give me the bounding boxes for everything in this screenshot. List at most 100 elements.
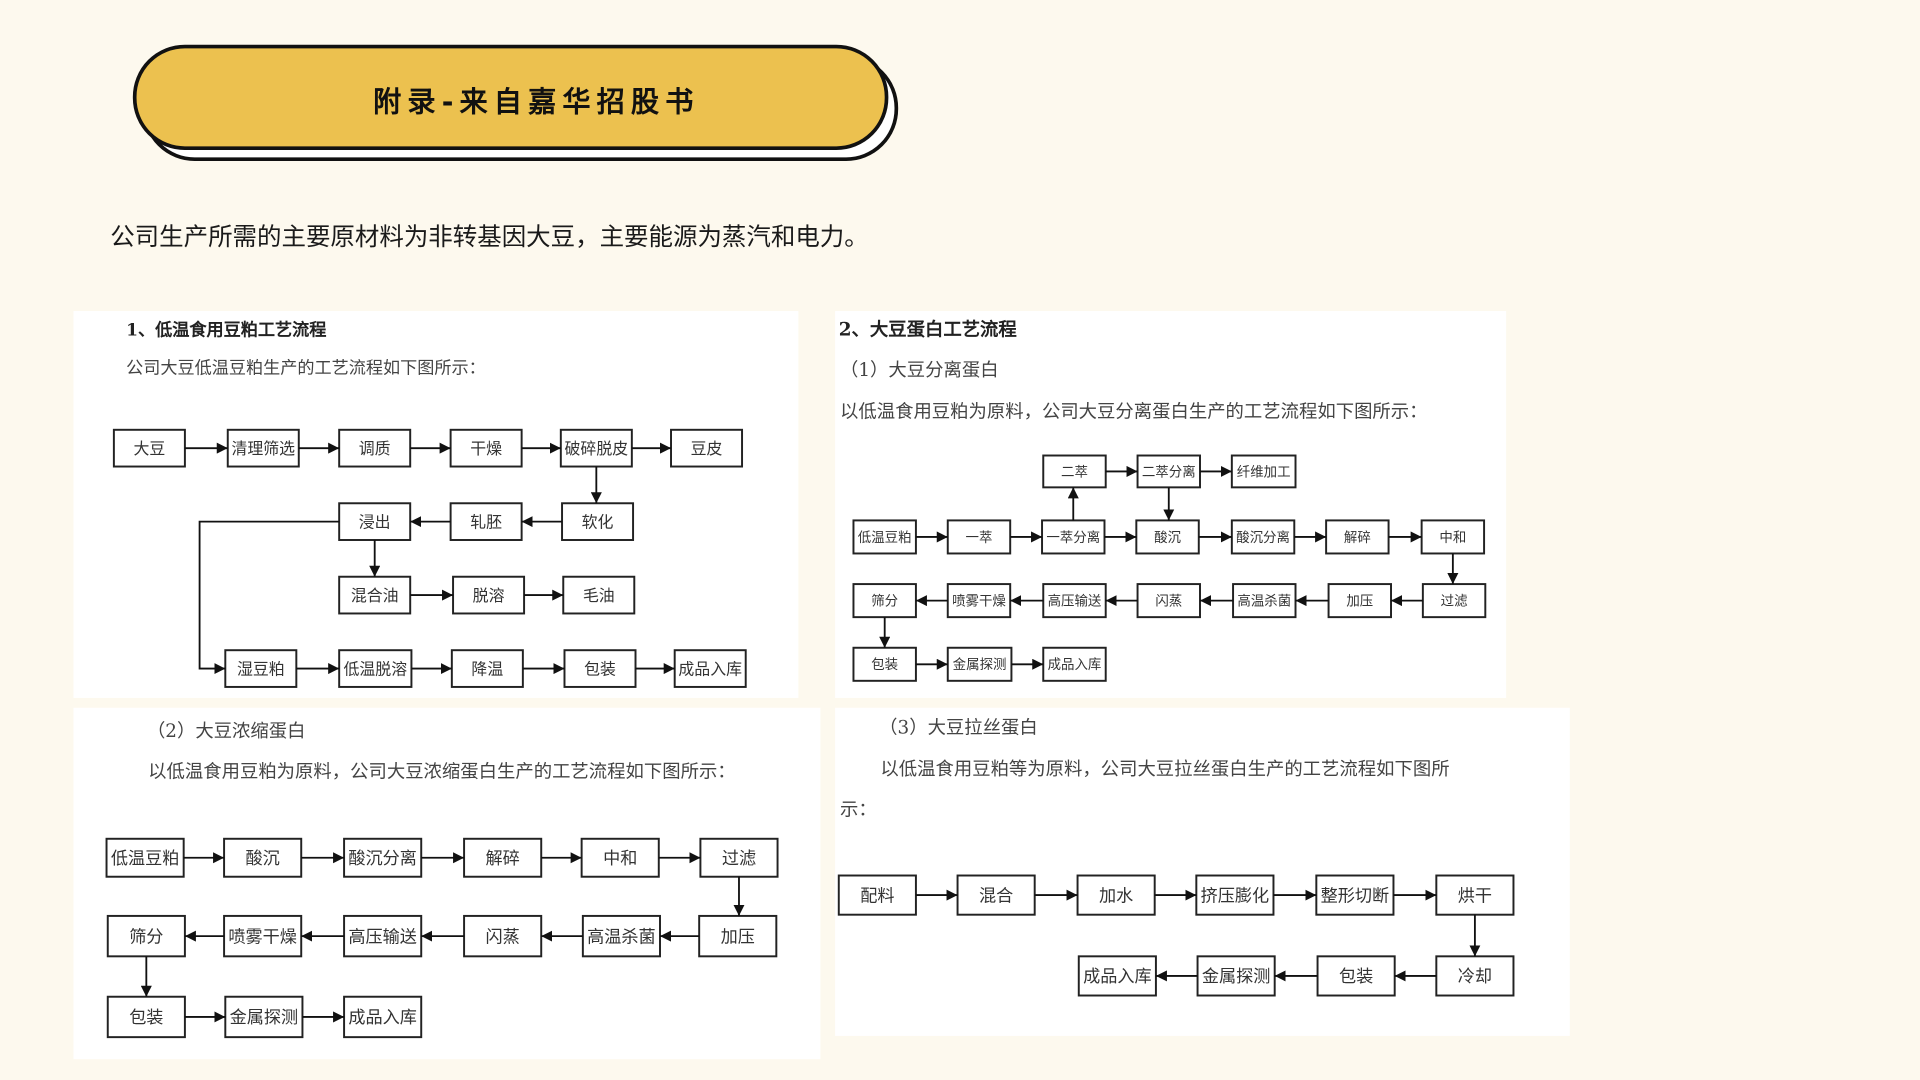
panel4-description-line2: 示： xyxy=(840,800,877,821)
header-banner: 附录-来自嘉华招股书 xyxy=(132,44,899,162)
flow-node: 湿豆粕 xyxy=(224,649,298,688)
flow-node: 酸沉分离 xyxy=(343,837,423,878)
flow-node: 喷雾干燥 xyxy=(223,914,303,958)
flow-node-label: 酸沉分离 xyxy=(1236,529,1290,546)
flow-node-label: 闪蒸 xyxy=(486,927,520,947)
flow-node: 高压输送 xyxy=(1042,583,1107,619)
flow-node: 过滤 xyxy=(699,837,779,878)
flow-node: 酸沉分离 xyxy=(1230,519,1296,555)
flow-node-label: 酸沉 xyxy=(1154,530,1181,546)
flow-node: 混合油 xyxy=(338,575,412,615)
flow-node: 成品入库 xyxy=(343,995,423,1039)
flow-node: 二萃分离 xyxy=(1136,454,1201,489)
flow-node-label: 二萃分离 xyxy=(1142,463,1196,480)
flow-node: 加压 xyxy=(698,914,778,958)
flow-node: 酸沉 xyxy=(223,837,303,878)
flow-node: 毛油 xyxy=(562,575,636,615)
flow-node: 闪蒸 xyxy=(463,914,543,958)
panel2-subtitle: （1）大豆分离蛋白 xyxy=(840,360,999,381)
flow-node-label: 中和 xyxy=(603,849,637,869)
flow-node: 二萃 xyxy=(1042,454,1107,489)
flow-node: 大豆 xyxy=(112,428,186,468)
flow-node: 冷却 xyxy=(1435,955,1515,997)
flow-node-label: 包装 xyxy=(129,1008,163,1028)
flow-node-label: 毛油 xyxy=(583,586,615,605)
flow-node: 降温 xyxy=(450,649,524,688)
flow-node: 破碎脱皮 xyxy=(559,428,633,468)
flow-node-label: 加压 xyxy=(1346,593,1373,609)
flow-node-label: 纤维加工 xyxy=(1237,464,1291,480)
flow-node-label: 脱溶 xyxy=(473,586,505,605)
flow-node: 中和 xyxy=(580,837,660,878)
flow-node: 高温杀菌 xyxy=(581,914,661,958)
flow-node: 豆皮 xyxy=(670,428,744,468)
panel3-description: 以低温食用豆粕为原料，公司大豆浓缩蛋白生产的工艺流程如下图所示： xyxy=(148,762,736,783)
flow-arrow xyxy=(198,520,340,675)
flow-node-label: 喷雾干燥 xyxy=(952,593,1006,609)
flow-node: 过滤 xyxy=(1421,583,1487,619)
flow-node: 解碎 xyxy=(463,837,543,878)
panel2-title: 2、大豆蛋白工艺流程 xyxy=(839,319,1018,341)
flow-node-label: 筛分 xyxy=(129,927,163,947)
flow-node-label: 解碎 xyxy=(486,849,520,869)
flow-node-label: 金属探测 xyxy=(1202,967,1271,987)
flow-node: 筛分 xyxy=(106,914,186,958)
flow-node-label: 高温杀菌 xyxy=(1237,592,1291,609)
flow-node: 中和 xyxy=(1420,519,1486,555)
flow-node-label: 筛分 xyxy=(871,593,898,609)
flow-node-label: 酸沉分离 xyxy=(348,849,416,869)
flow-node: 轧胚 xyxy=(449,502,523,541)
flow-node: 包装 xyxy=(563,649,637,688)
flow-node-label: 干燥 xyxy=(470,439,502,458)
flow-node-label: 高压输送 xyxy=(1048,592,1102,609)
flow-node: 金属探测 xyxy=(946,646,1013,682)
flow-node: 挤压膨化 xyxy=(1195,874,1275,916)
flow-node-label: 闪蒸 xyxy=(1155,593,1182,609)
flow-node: 浸出 xyxy=(338,502,412,541)
flow-node: 包装 xyxy=(852,646,917,682)
flow-node-label: 一萃 xyxy=(966,530,993,546)
flow-node-label: 轧胚 xyxy=(470,512,502,531)
flow-node-label: 过滤 xyxy=(722,849,756,869)
flow-node: 成品入库 xyxy=(673,649,747,688)
flow-node-label: 低温豆粕 xyxy=(111,849,180,869)
flow-node-label: 湿豆粕 xyxy=(237,659,285,678)
flow-node-label: 过滤 xyxy=(1441,593,1468,609)
panel1-description: 公司大豆低温豆粕生产的工艺流程如下图所示： xyxy=(126,358,486,378)
flow-node-label: 加压 xyxy=(721,927,755,947)
flow-node-label: 包装 xyxy=(584,659,616,678)
flow-node: 成品入库 xyxy=(1077,955,1157,997)
flow-node-label: 降温 xyxy=(471,659,503,678)
flow-node-label: 成品入库 xyxy=(678,659,742,678)
flow-node-label: 成品入库 xyxy=(1048,657,1102,673)
flow-node-label: 低温脱溶 xyxy=(343,659,407,678)
flow-node-label: 包装 xyxy=(871,657,898,673)
flow-node-label: 冷却 xyxy=(1458,967,1492,987)
flow-node-label: 金属探测 xyxy=(230,1008,299,1028)
flow-node-label: 浸出 xyxy=(359,512,391,531)
panel-low-temp-meal xyxy=(73,311,799,698)
flow-node-label: 挤压膨化 xyxy=(1201,886,1270,906)
flow-node: 低温豆粕 xyxy=(105,837,185,878)
flow-node-label: 烘干 xyxy=(1458,886,1492,906)
flow-node: 一萃 xyxy=(946,519,1012,555)
panel1-title: 1、低温食用豆粕工艺流程 xyxy=(126,320,326,341)
flow-node-label: 调质 xyxy=(359,439,391,458)
flow-node-label: 喷雾干燥 xyxy=(228,927,297,947)
flow-node: 加压 xyxy=(1327,583,1392,619)
panel-isolate-protein xyxy=(835,311,1507,698)
flow-node-label: 清理筛选 xyxy=(231,439,295,458)
flow-node: 整形切断 xyxy=(1315,874,1395,916)
flow-node: 脱溶 xyxy=(452,575,526,615)
intro-text: 公司生产所需的主要原材料为非转基因大豆，主要能源为蒸汽和电力。 xyxy=(110,222,869,251)
flow-node: 纤维加工 xyxy=(1230,454,1297,489)
flow-node-label: 二萃 xyxy=(1061,464,1088,480)
flow-node-label: 豆皮 xyxy=(691,439,723,458)
flow-node: 喷雾干燥 xyxy=(946,583,1012,619)
flow-node-label: 成品入库 xyxy=(348,1008,416,1028)
flow-node-label: 高压输送 xyxy=(348,927,416,947)
flow-node: 低温豆粕 xyxy=(852,519,917,555)
flow-node-label: 配料 xyxy=(860,886,894,906)
flow-node-label: 中和 xyxy=(1439,530,1466,546)
